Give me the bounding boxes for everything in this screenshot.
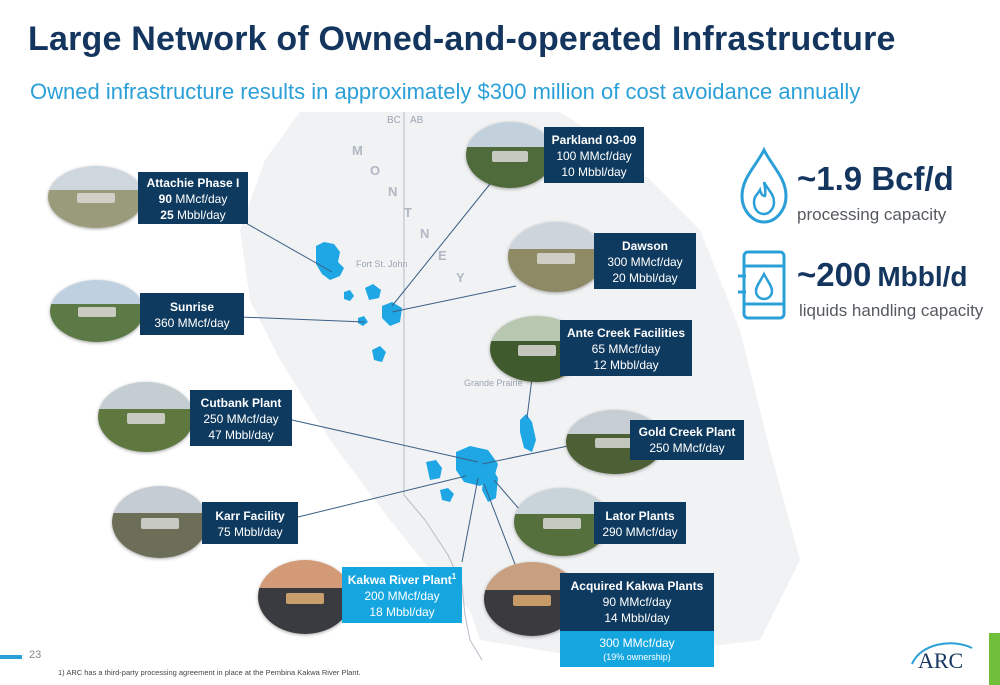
dawson-card: Dawson 300 MMcf/day 20 Mbbl/day: [594, 233, 696, 289]
leader-lines: [215, 183, 569, 573]
ante-creek-card: Ante Creek Facilities 65 MMcf/day 12 Mbb…: [560, 320, 692, 376]
ownership-share: (19% ownership): [603, 652, 671, 662]
karr-photo: [112, 486, 208, 558]
arc-logo-text: ARC: [918, 648, 963, 673]
montney-letter: N: [420, 226, 429, 241]
page-number: 23: [29, 649, 42, 661]
processing-capacity-label: processing capacity: [797, 205, 947, 224]
facility-name: Karr Facility: [215, 509, 285, 523]
oil-barrel-icon: [738, 250, 786, 320]
parkland-card: Parkland 03-09 100 MMcf/day 10 Mbbl/day: [544, 127, 644, 183]
facility-name: Lator Plants: [605, 509, 675, 523]
montney-letter: E: [438, 248, 447, 263]
facility-liquids: 25 Mbbl/day: [138, 207, 248, 223]
gold-creek-card: Gold Creek Plant 250 MMcf/day: [630, 420, 744, 460]
facility-gas: 250 MMcf/day: [203, 412, 279, 426]
attachie-card: Attachie Phase I 90 MMcf/day 25 Mbbl/day: [138, 172, 248, 224]
arc-logo: ARC: [911, 642, 973, 673]
facility-liquids: 14 Mbbl/day: [604, 611, 670, 625]
facility-gas: 200 MMcf/day: [364, 589, 440, 603]
facility-name: Ante Creek Facilities: [566, 326, 686, 340]
asset-areas: [316, 242, 536, 502]
montney-letter: M: [352, 143, 363, 158]
ownership-capacity: 300 MMcf/day: [599, 636, 675, 650]
facility-name: Kakwa River Plant1: [342, 572, 462, 588]
gas-number: 90: [158, 192, 172, 206]
facility-liquids: 47 Mbbl/day: [208, 428, 274, 442]
facility-liquids: 75 Mbbl/day: [217, 525, 283, 539]
liquids-capacity-label: liquids handling capacity: [799, 301, 984, 320]
facility-name: Gold Creek Plant: [638, 425, 736, 439]
cutbank-card: Cutbank Plant 250 MMcf/day 47 Mbbl/day: [190, 390, 292, 446]
facility-name-text: Kakwa River Plant: [347, 573, 452, 587]
sunrise-card: Sunrise 360 MMcf/day: [140, 293, 244, 335]
facility-gas: 100 MMcf/day: [556, 149, 632, 163]
grande-prairie-label: Grande Prairie: [464, 378, 523, 388]
liquids-number: 25: [160, 208, 174, 222]
lator-card: Lator Plants 290 MMcf/day: [594, 502, 686, 544]
karr-card: Karr Facility 75 Mbbl/day: [202, 502, 298, 544]
page-title: Large Network of Owned-and-operated Infr…: [28, 20, 896, 58]
gas-unit: MMcf/day: [172, 192, 228, 206]
facility-liquids: 20 Mbbl/day: [612, 271, 678, 285]
kakwa-river-photo: [258, 560, 352, 634]
facility-name: Cutbank Plant: [200, 396, 282, 410]
montney-label: M O N T N E Y: [352, 143, 465, 285]
facility-name: Attachie Phase I: [146, 176, 240, 190]
facility-gas: 290 MMcf/day: [602, 525, 678, 539]
kakwa-river-card: Kakwa River Plant1 200 MMcf/day 18 Mbbl/…: [342, 567, 462, 623]
acquired-kakwa-card: Acquired Kakwa Plants 90 MMcf/day 14 Mbb…: [560, 573, 714, 631]
facility-gas: 90 MMcf/day: [138, 191, 248, 207]
sunrise-photo: [50, 280, 144, 342]
facility-liquids: 18 Mbbl/day: [369, 605, 435, 619]
facility-gas: 360 MMcf/day: [154, 316, 230, 330]
liquids-value-unit: Mbbl/d: [877, 261, 968, 292]
facility-gas: 65 MMcf/day: [591, 342, 661, 356]
processing-capacity-value: ~1.9 Bcf/d: [797, 160, 954, 197]
facility-gas: 90 MMcf/day: [602, 595, 672, 609]
bc-label: BC: [387, 115, 401, 126]
facility-liquids: 10 Mbbl/day: [561, 165, 627, 179]
montney-letter: O: [370, 163, 380, 178]
flame-drop-icon: [740, 146, 788, 224]
fort-st-john-label: Fort St. John: [356, 259, 408, 269]
page-number-bar: [0, 655, 22, 659]
cutbank-photo: [98, 382, 194, 452]
facility-liquids: 12 Mbbl/day: [593, 358, 659, 372]
page-subtitle: Owned infrastructure results in approxim…: [30, 79, 861, 104]
facility-name: Parkland 03-09: [551, 133, 637, 147]
montney-letter: T: [404, 205, 412, 220]
facility-gas: 250 MMcf/day: [649, 441, 725, 455]
footnote: 1) ARC has a third-party processing agre…: [58, 668, 361, 677]
facility-name: Dawson: [621, 239, 668, 253]
facility-gas: 300 MMcf/day: [607, 255, 683, 269]
green-corner-bar: [989, 633, 1000, 685]
parkland-photo: [466, 122, 554, 188]
attachie-photo: [48, 166, 144, 228]
liquids-unit: Mbbl/day: [173, 208, 226, 222]
footnote-marker: 1: [451, 572, 457, 581]
liquids-value-number: ~200: [797, 256, 872, 293]
ab-label: AB: [410, 115, 424, 126]
montney-letter: N: [388, 184, 397, 199]
dawson-photo: [508, 222, 604, 292]
facility-name: Acquired Kakwa Plants: [570, 579, 704, 593]
facility-name: Sunrise: [169, 300, 214, 314]
acquired-kakwa-ownership-card: 300 MMcf/day (19% ownership): [560, 631, 714, 667]
montney-letter: Y: [456, 270, 465, 285]
